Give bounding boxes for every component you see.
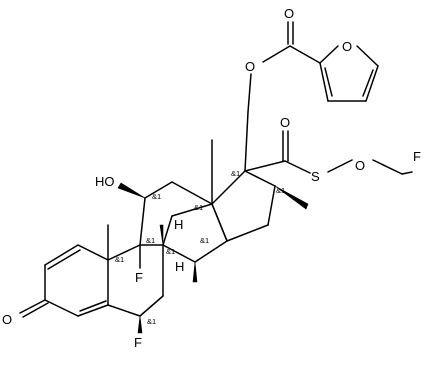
hydrogen-14-label: H — [175, 259, 184, 274]
stereo-label: &1 — [152, 192, 161, 201]
stereo-label: &1 — [146, 236, 155, 245]
fluoro-6-wedge — [137, 315, 143, 334]
b-ring-bonds — [107, 224, 164, 317]
stereo-label: &1 — [166, 247, 175, 256]
furoate-ester-bonds — [247, 21, 379, 113]
stereo-label: &1 — [200, 236, 209, 245]
hydrogen-8-wedge — [159, 224, 164, 246]
hydroxyl-11-label: HO — [95, 174, 115, 189]
stereo-labels: &1 &1 &1 &1 &1 &1 &1 &1 &1 — [115, 169, 285, 326]
methyl-16-wedge — [274, 185, 309, 210]
hydroxyl-11-wedge — [117, 182, 146, 199]
fluoro-9-label: F — [135, 270, 143, 285]
ester-link-oxygen: O — [245, 59, 255, 74]
thio-oxygen: O — [355, 158, 365, 173]
stereo-label: &1 — [276, 186, 285, 195]
thioester-carbonyl-oxygen: O — [280, 115, 290, 130]
ester-carbonyl-oxygen: O — [284, 6, 294, 21]
stereo-label: &1 — [194, 203, 203, 212]
furan-oxygen: O — [342, 39, 352, 54]
stereo-label: &1 — [147, 317, 156, 326]
fluoromethyl-fluorine: F — [413, 149, 421, 164]
thio-sulfur: S — [311, 169, 320, 184]
c-ring-bonds — [139, 139, 228, 263]
hydrogen-14-wedge — [192, 261, 198, 283]
stereo-label: &1 — [231, 169, 240, 178]
a-ring-bonds — [19, 244, 109, 318]
hydrogen-8-label: H — [174, 217, 183, 232]
ketone-oxygen: O — [2, 312, 12, 327]
stereo-label: &1 — [115, 255, 124, 264]
fluoro-6-label: F — [134, 335, 142, 350]
